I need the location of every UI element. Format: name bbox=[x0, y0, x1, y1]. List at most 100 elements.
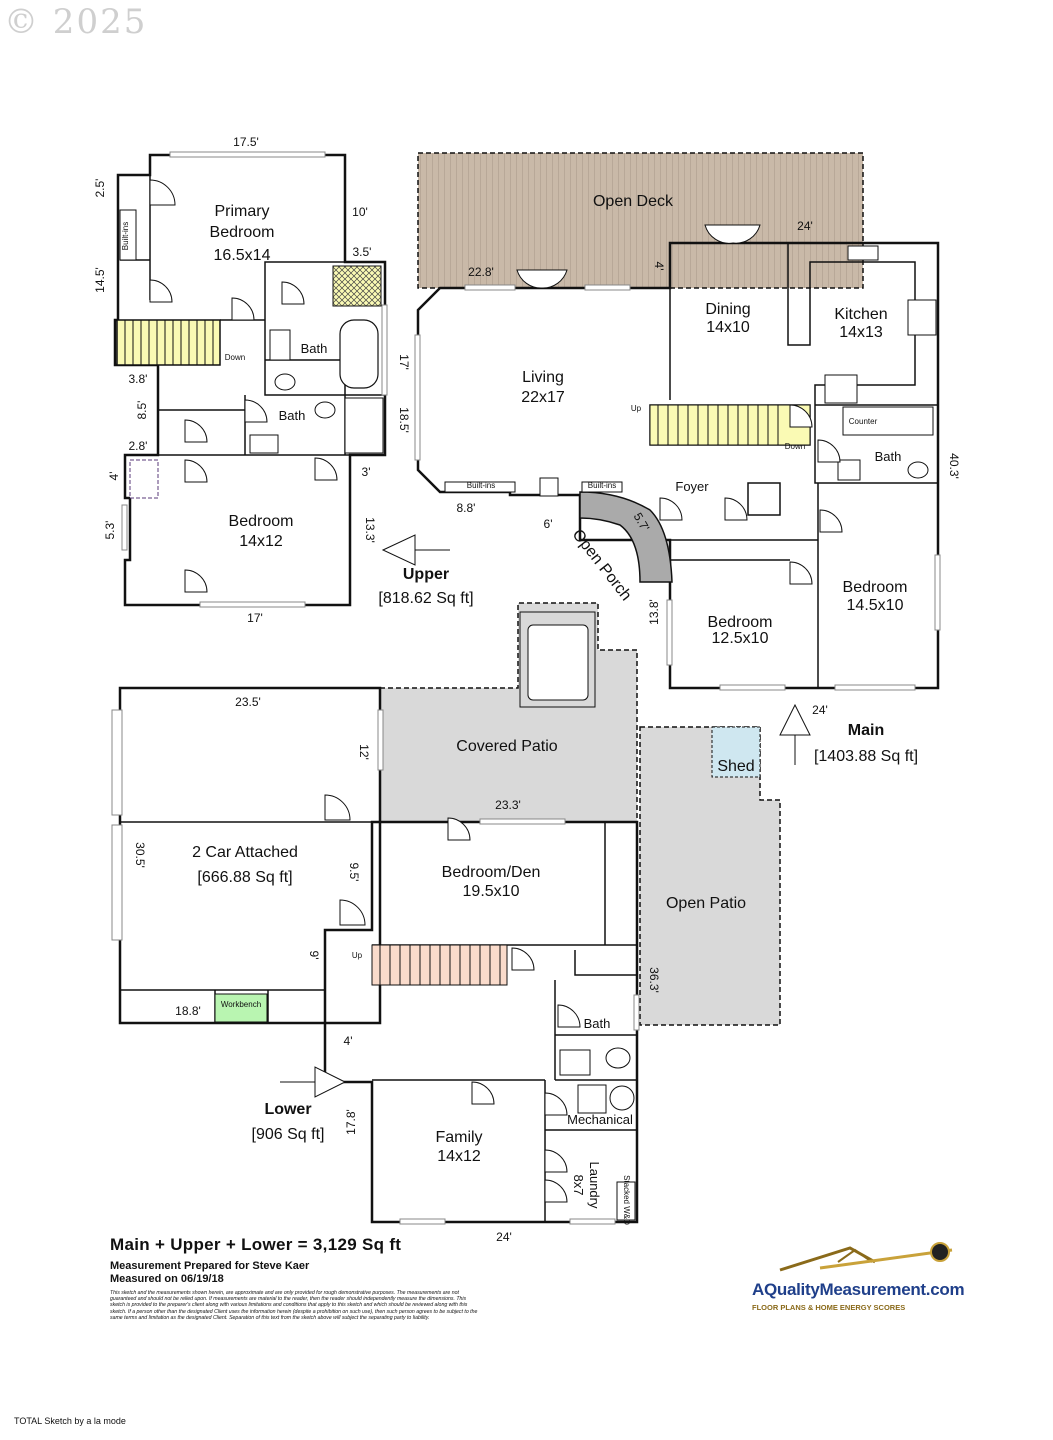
builtins-upper bbox=[119, 209, 137, 261]
upper-stairs bbox=[116, 319, 221, 366]
window bbox=[934, 554, 941, 631]
dimension: 13.3' bbox=[363, 517, 377, 543]
room-size: 8x7 bbox=[571, 1175, 586, 1196]
door-swing bbox=[817, 439, 841, 463]
window bbox=[719, 684, 786, 691]
dimension: 4' bbox=[344, 1034, 353, 1048]
dimension: 18.8' bbox=[175, 1004, 201, 1018]
dimension: 24' bbox=[797, 219, 813, 233]
footer-info: Main + Upper + Lower = 3,129 Sq ft Measu… bbox=[110, 1235, 510, 1321]
room-size: 12.5x10 bbox=[712, 630, 769, 647]
room-label: Bedroom bbox=[210, 224, 275, 241]
window bbox=[169, 151, 326, 158]
kitchen-island bbox=[824, 374, 858, 404]
stair-direction: Down bbox=[225, 353, 245, 362]
dimension: 9.5' bbox=[347, 863, 361, 882]
upper-level: Primary Bedroom 16.5x14 Bath Bath Bedroo… bbox=[93, 135, 474, 625]
room-label: Bedroom bbox=[708, 614, 773, 631]
level-title: Lower bbox=[264, 1101, 311, 1118]
dimension: 2.8' bbox=[129, 439, 148, 453]
shed bbox=[711, 726, 761, 778]
sink bbox=[269, 329, 291, 361]
room-label: Bath bbox=[584, 1016, 611, 1031]
dimension: 5.3' bbox=[103, 521, 117, 540]
window bbox=[464, 284, 516, 291]
window bbox=[569, 1218, 616, 1225]
room-label: Bedroom bbox=[229, 513, 294, 530]
dimension: 10' bbox=[352, 205, 368, 219]
room-label: Dining bbox=[705, 301, 750, 318]
bath-toilet bbox=[907, 461, 929, 479]
room-size: 14x12 bbox=[239, 533, 283, 550]
window bbox=[414, 334, 421, 461]
builtins-a bbox=[444, 481, 516, 493]
dimension: 4' bbox=[107, 472, 121, 481]
toilet bbox=[274, 373, 296, 391]
door-swing bbox=[231, 297, 255, 321]
shower-2 bbox=[344, 397, 384, 454]
dimension: 30.5' bbox=[133, 842, 147, 868]
door-swing bbox=[149, 179, 176, 206]
door-swing bbox=[324, 794, 351, 821]
porch-label: Open Porch bbox=[569, 526, 635, 604]
stacked-wd-label: Stacked W&D bbox=[622, 1175, 631, 1225]
dimension: 17' bbox=[397, 354, 411, 370]
door-swing bbox=[314, 457, 338, 481]
main-level: Open Deck Living 22x17 Dining 14x10 Kitc… bbox=[414, 152, 961, 765]
dimension: 2.5' bbox=[93, 179, 107, 198]
door-swing bbox=[659, 497, 683, 521]
dimension: 12' bbox=[357, 744, 371, 760]
dimension: 4' bbox=[652, 262, 666, 271]
door-swing bbox=[557, 1004, 581, 1028]
builtins-label: Built-ins bbox=[467, 481, 495, 490]
lower-stairs bbox=[379, 945, 501, 985]
builtins-label: Built-ins bbox=[121, 222, 130, 250]
builtins-label: Built-ins bbox=[588, 481, 616, 490]
company-logo-name: AQualityMeasurement.com bbox=[752, 1280, 965, 1299]
furnace bbox=[577, 1084, 607, 1114]
water-heater bbox=[609, 1085, 635, 1111]
door-swing bbox=[511, 947, 535, 971]
dimension: 17.5' bbox=[233, 135, 259, 149]
room-label: Living bbox=[522, 369, 564, 386]
level-sqft: [1403.88 Sq ft] bbox=[814, 748, 918, 765]
dimension: 14.5' bbox=[93, 267, 107, 293]
dimension: 3.8' bbox=[129, 372, 148, 386]
dimension: 9' bbox=[307, 951, 321, 960]
stair-direction: Up bbox=[631, 404, 642, 413]
dimension: 40.3' bbox=[947, 453, 961, 479]
company-logo-tagline: FLOOR PLANS & HOME ENERGY SCORES bbox=[752, 1303, 906, 1312]
window bbox=[377, 709, 384, 771]
window bbox=[199, 601, 306, 608]
builtins-b bbox=[581, 481, 623, 493]
dimension: 8.8' bbox=[457, 501, 476, 515]
room-label: Bath bbox=[279, 408, 306, 423]
north-arrow-lower bbox=[280, 1066, 347, 1098]
door-swing bbox=[789, 561, 813, 585]
stair-direction: Up bbox=[352, 951, 363, 960]
main-stairs bbox=[657, 405, 779, 445]
dimension: 3' bbox=[362, 465, 371, 479]
room-size: 16.5x14 bbox=[214, 247, 271, 264]
stacked-wd bbox=[616, 1181, 636, 1221]
toilet-2 bbox=[314, 401, 336, 419]
level-sqft: [818.62 Sq ft] bbox=[378, 590, 473, 607]
sketch-credit: TOTAL Sketch by a la mode bbox=[14, 1416, 126, 1426]
room-label: Open Patio bbox=[666, 895, 746, 912]
dimension: 3.5' bbox=[353, 245, 372, 259]
range bbox=[907, 299, 937, 336]
room-size: 14x12 bbox=[437, 1148, 481, 1165]
kitchen-sink bbox=[847, 245, 879, 261]
room-label: 2 Car Attached bbox=[192, 844, 298, 861]
room-size: 22x17 bbox=[521, 389, 565, 406]
level-sqft: [906 Sq ft] bbox=[252, 1126, 325, 1143]
window bbox=[399, 1218, 446, 1225]
covered-patio bbox=[379, 602, 638, 823]
stair-direction: Down bbox=[785, 442, 805, 451]
room-label: Bath bbox=[875, 449, 902, 464]
total-area: Main + Upper + Lower = 3,129 Sq ft bbox=[110, 1235, 402, 1254]
prepared-for: Measurement Prepared for Steve Kaer bbox=[110, 1260, 310, 1272]
stove bbox=[539, 477, 559, 497]
counter bbox=[842, 406, 934, 436]
